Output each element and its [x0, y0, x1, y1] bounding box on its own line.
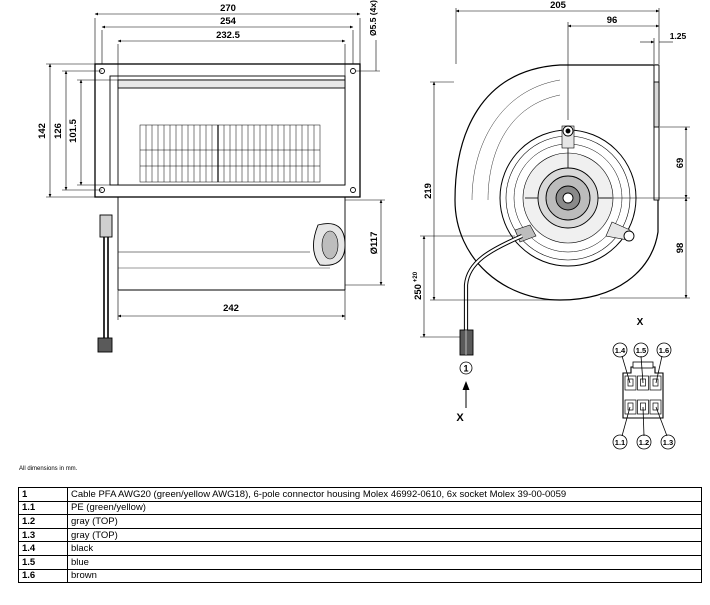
dim-270: 270: [220, 3, 236, 14]
dim-232-5: 232.5: [216, 30, 240, 41]
pin-label-1-5: 1.5: [636, 346, 646, 355]
dim-101-5: 101.5: [68, 118, 79, 142]
legend-id: 1.6: [18, 568, 68, 584]
impeller-blades: [139, 124, 321, 183]
dim-1-25: 1.25: [670, 31, 687, 41]
side-dimensions: [420, 8, 690, 338]
technical-drawing: 270 254 232.5 142 126 101.5 Ø5.5 (4x) Ø1…: [37, 0, 690, 450]
legend-id: 1: [18, 487, 68, 502]
legend-id: 1.3: [18, 527, 68, 543]
outlet-housing: [117, 79, 346, 186]
mount-hole: [350, 68, 356, 74]
pin-labels: 1.4 1.5 1.6 1.1 1.2 1.3: [615, 346, 673, 447]
front-view: [94, 63, 361, 353]
dim-242: 242: [223, 303, 239, 314]
legend-id: 1.1: [18, 500, 68, 516]
legend-description: Cable PFA AWG20 (green/yellow AWG18), 6-…: [67, 487, 702, 502]
view-arrow-label: X: [456, 412, 464, 424]
legend-description: gray (TOP): [67, 527, 702, 543]
dim-254: 254: [220, 16, 237, 27]
mount-hole: [350, 187, 356, 193]
legend-id: 1.2: [18, 514, 68, 529]
legend-id: 1.5: [18, 554, 68, 570]
scroll-housing: [454, 64, 659, 301]
detail-x: X: [612, 317, 676, 450]
legend-description: PE (green/yellow): [67, 500, 702, 516]
outlet-top-shade: [117, 79, 346, 89]
connector-left: [97, 337, 113, 353]
pin-label-1-6: 1.6: [659, 346, 669, 355]
cable-callout: 1 X: [456, 361, 473, 424]
connector-side: [459, 329, 474, 356]
detail-x-title: X: [637, 317, 644, 328]
legend-description: blue: [67, 554, 702, 570]
dim-219: 219: [423, 183, 434, 199]
legend-description: gray (TOP): [67, 514, 702, 529]
side-dimension-labels: 205 96 1.25 219 69 98 250 +20: [413, 0, 687, 300]
front-dimensions: [46, 12, 385, 320]
dim-98: 98: [675, 243, 686, 254]
dim-126: 126: [53, 123, 64, 139]
dim-69: 69: [675, 158, 686, 169]
legend-description: brown: [67, 568, 702, 584]
dimensions-note: All dimensions in mm.: [19, 466, 78, 472]
pin-label-1-3: 1.3: [663, 438, 673, 447]
side-view: [454, 64, 660, 356]
dim-96: 96: [607, 15, 618, 26]
dim-diameter-117: Ø117: [369, 232, 380, 255]
legend-id: 1.4: [18, 541, 68, 556]
dim-250: 250: [413, 284, 424, 300]
dim-250-tolerance: +20: [413, 271, 419, 282]
pin-label-1-1: 1.1: [615, 438, 625, 447]
flange-outline: [94, 63, 361, 198]
legend-description: black: [67, 541, 702, 556]
callout-1: 1: [463, 364, 468, 374]
outlet-flange: [653, 64, 660, 201]
dim-hole: Ø5.5 (4x): [368, 0, 378, 36]
pin-label-1-2: 1.2: [639, 438, 649, 447]
front-dimension-labels: 270 254 232.5 142 126 101.5 Ø5.5 (4x) Ø1…: [37, 0, 380, 314]
dim-205: 205: [550, 0, 567, 11]
dim-142: 142: [37, 123, 48, 139]
cable-gland: [99, 214, 113, 238]
pin-label-1-4: 1.4: [615, 346, 626, 355]
